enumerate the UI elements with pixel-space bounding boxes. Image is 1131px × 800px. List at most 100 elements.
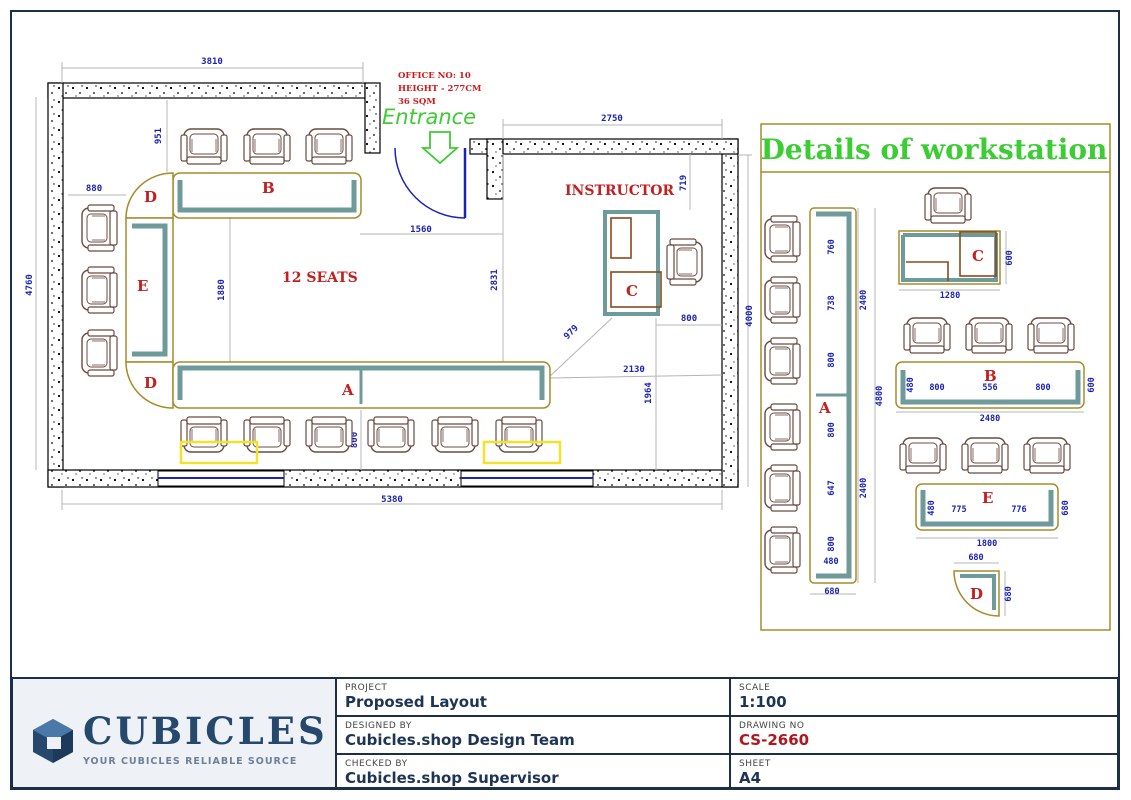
detail-a-lower: 2400 xyxy=(859,478,869,498)
scale-label: SCALE xyxy=(739,683,771,693)
detail-d-height: 680 xyxy=(1004,586,1014,601)
desk-a-label: A xyxy=(341,381,354,399)
detail-e-label: E xyxy=(982,489,993,507)
detail-c-label: C xyxy=(972,247,984,265)
desk-c-instructor: C xyxy=(603,210,662,316)
detail-c-width: 1280 xyxy=(940,291,960,301)
detail-a-width: 680 xyxy=(824,587,839,597)
dim-b-gap: 951 xyxy=(154,128,164,144)
desk-e-label: E xyxy=(137,277,148,295)
detail-e-seg-1: 775 xyxy=(951,505,966,515)
entrance-door xyxy=(394,131,467,219)
dim-left-total: 4760 xyxy=(25,274,35,296)
accessible-seat-marker xyxy=(179,440,259,465)
dim-instructor-top: 719 xyxy=(679,175,689,191)
detail-d-width: 680 xyxy=(968,553,983,563)
desk-b-label: B xyxy=(262,179,275,197)
entrance-label: Entrance xyxy=(382,105,476,129)
detail-a-end: 480 xyxy=(823,557,838,567)
sheet-label: SHEET xyxy=(739,759,771,769)
dim-mid-vertical: 1880 xyxy=(217,279,227,301)
sheet-value: A4 xyxy=(739,769,762,787)
detail-b-left: 480 xyxy=(906,377,916,392)
dim-instructor-right: 800 xyxy=(681,314,697,324)
checked-value: Cubicles.shop Supervisor xyxy=(345,769,559,787)
dim-left-offset: 880 xyxy=(86,184,102,194)
detail-e-right: 680 xyxy=(1061,500,1071,515)
drawing-no-label: DRAWING NO xyxy=(739,721,805,731)
project-value: Proposed Layout xyxy=(345,693,487,711)
desk-d-bottom-label: D xyxy=(144,374,157,392)
detail-c-height: 600 xyxy=(1005,250,1015,265)
drawing-no-cell: DRAWING NO CS-2660 xyxy=(731,717,1117,755)
desk-a: A xyxy=(172,361,551,409)
dim-lower-right: 1964 xyxy=(644,382,654,404)
detail-desk-e: E 480 775 776 680 1800 xyxy=(899,437,1071,549)
scale-cell: SCALE 1:100 xyxy=(731,679,1117,717)
designed-cell: DESIGNED BY Cubicles.shop Design Team xyxy=(337,717,729,755)
room-walls xyxy=(47,82,739,488)
detail-desk-d: D 680 680 xyxy=(953,553,1014,617)
note-office-no: OFFICE NO: 10 xyxy=(398,71,471,81)
detail-a-seg-3: 800 xyxy=(827,352,837,367)
title-divider xyxy=(729,679,731,787)
detail-b-seg-1: 800 xyxy=(929,383,944,393)
dim-top-right: 2750 xyxy=(601,114,623,124)
desk-d-bottom: D xyxy=(125,361,174,409)
detail-b-seg-2: 556 xyxy=(982,383,997,393)
detail-a-seg-5: 647 xyxy=(827,480,837,495)
detail-b-right: 600 xyxy=(1087,377,1097,392)
detail-desk-c: C 1280 600 xyxy=(898,187,1015,301)
seats-label: 12 SEATS xyxy=(282,270,358,286)
dim-bottom: 5380 xyxy=(381,495,403,505)
checked-cell: CHECKED BY Cubicles.shop Supervisor xyxy=(337,755,729,787)
detail-b-total: 2480 xyxy=(980,414,1000,424)
brand-name: CUBICLES xyxy=(83,709,328,753)
sheet-cell: SHEET A4 xyxy=(731,755,1117,787)
detail-b-seg-3: 800 xyxy=(1035,383,1050,393)
detail-a-seg-1: 760 xyxy=(827,239,837,254)
office-notes: OFFICE NO: 10 HEIGHT - 277CM 36 SQM xyxy=(398,71,482,107)
brand-logo: CUBICLES YOUR CUBICLES RELIABLE SOURCE xyxy=(13,679,337,787)
detail-a-seg-2: 738 xyxy=(827,295,837,310)
dim-bottom-gap: 800 xyxy=(350,432,360,448)
dim-top-left: 3810 xyxy=(201,57,223,67)
brand-tagline: YOUR CUBICLES RELIABLE SOURCE xyxy=(83,756,298,767)
detail-a-upper: 2400 xyxy=(859,290,869,310)
desk-b: B xyxy=(172,172,362,219)
detail-e-left: 480 xyxy=(927,500,937,515)
scale-value: 1:100 xyxy=(739,693,787,711)
dim-entrance-width: 1560 xyxy=(410,225,432,235)
project-label: PROJECT xyxy=(345,683,388,693)
detail-a-total: 4800 xyxy=(875,386,885,406)
details-title: Details of workstation xyxy=(761,133,1108,166)
detail-d-label: D xyxy=(970,585,983,603)
dim-a-right: 2130 xyxy=(623,365,645,375)
detail-desk-b: B 480 800 556 800 600 2480 xyxy=(895,317,1097,424)
dim-right-vertical: 2831 xyxy=(490,269,500,291)
sheet-border xyxy=(10,10,1120,790)
detail-e-total: 1800 xyxy=(977,539,997,549)
desk-d-top: D xyxy=(125,172,174,219)
cube-logo-icon xyxy=(33,719,73,763)
desk-d-top-label: D xyxy=(144,188,157,206)
accessible-seat-marker xyxy=(482,440,562,465)
title-block: CUBICLES YOUR CUBICLES RELIABLE SOURCE P… xyxy=(11,677,1119,789)
desk-c-label: C xyxy=(626,282,638,300)
desk-e: E xyxy=(125,217,174,363)
drawing-no-value: CS-2660 xyxy=(739,731,810,749)
detail-e-seg-2: 776 xyxy=(1011,505,1026,515)
designed-value: Cubicles.shop Design Team xyxy=(345,731,575,749)
checked-label: CHECKED BY xyxy=(345,759,408,769)
note-area: 36 SQM xyxy=(398,97,436,107)
note-height: HEIGHT - 277CM xyxy=(398,84,482,94)
detail-b-label: B xyxy=(984,367,997,385)
designed-label: DESIGNED BY xyxy=(345,721,412,731)
detail-a-label: A xyxy=(818,399,831,417)
dimension-lines xyxy=(35,62,752,510)
instructor-label: INSTRUCTOR xyxy=(565,183,674,199)
detail-desk-a: A 760 738 800 800 647 800 2400 2400 4800… xyxy=(809,207,885,597)
dim-diagonal: 979 xyxy=(562,323,581,342)
project-cell: PROJECT Proposed Layout xyxy=(337,679,729,717)
